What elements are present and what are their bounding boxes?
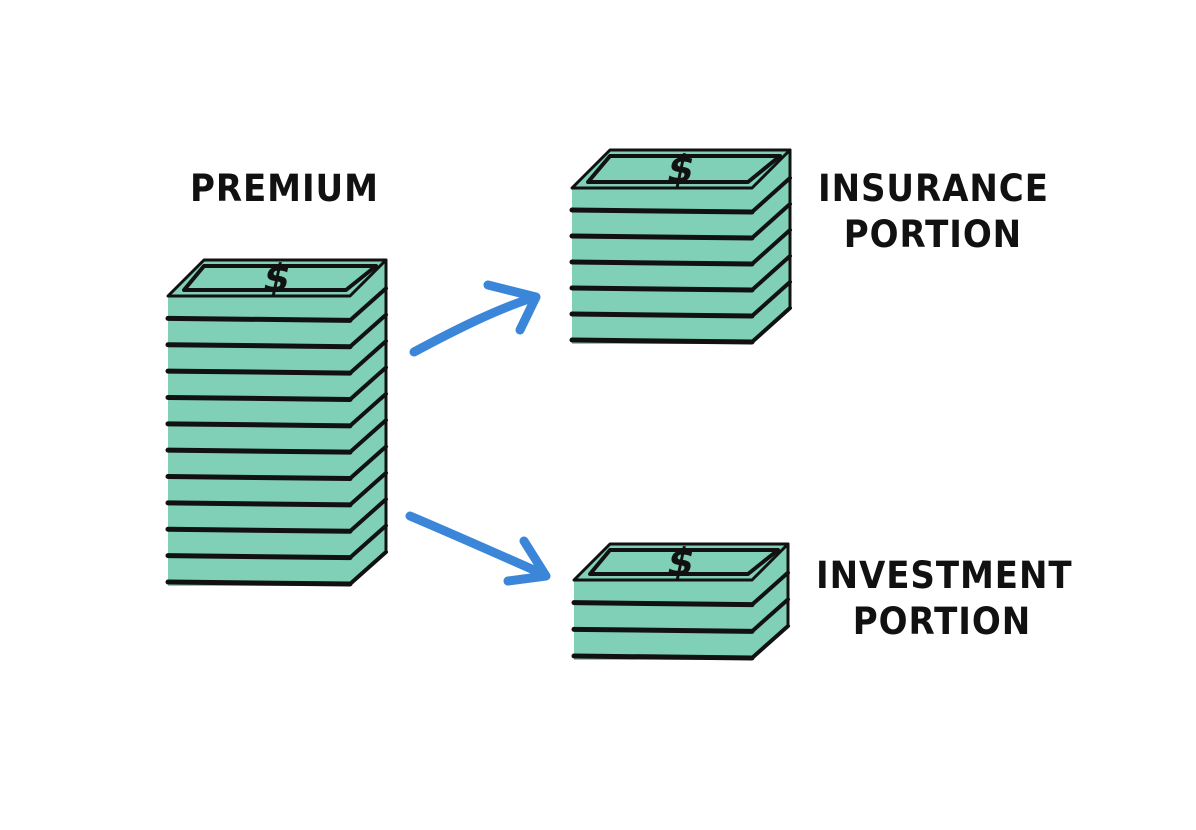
bill-side-line: [348, 523, 388, 560]
investment-label-line-1: INVESTMENT: [816, 554, 1073, 597]
bill-edge-line: [569, 337, 755, 345]
bill-side-line: [348, 470, 388, 507]
premium-label: PREMIUM: [190, 166, 379, 212]
bill-side-line: [348, 286, 388, 323]
bill-side-line: [348, 550, 388, 586]
arrow-to-investment-head: [503, 536, 551, 586]
bill-side-line: [750, 306, 792, 344]
arrow-to-insurance-head: [483, 280, 541, 335]
bill-edge-line: [569, 311, 755, 319]
bill-side-line: [750, 624, 790, 660]
bill-side-line: [750, 202, 792, 240]
bill-edge-line: [165, 342, 353, 350]
bill-edge-line: [165, 500, 353, 508]
investment-label-line-2: PORTION: [852, 600, 1032, 643]
bill-edge-line: [569, 285, 755, 293]
bill-side-line: [750, 254, 792, 292]
bill-side-line: [348, 365, 388, 402]
bill-border: [182, 264, 378, 292]
bill-side-line: [348, 497, 388, 534]
bill-edge-line: [571, 600, 755, 608]
arrow-to-investment: [405, 511, 551, 586]
bill-edge-line: [165, 421, 353, 429]
premium-label-line-1: PREMIUM: [190, 167, 379, 210]
bill-edge-line: [569, 259, 755, 267]
arrow-to-insurance: [409, 280, 541, 357]
stack-front-face: [574, 580, 752, 660]
bill-edge-line: [165, 315, 353, 323]
bill-edge-line: [165, 553, 353, 561]
bill-side-line: [750, 176, 792, 214]
bill-side-line: [348, 312, 388, 349]
arrow-to-investment-shaft: [405, 511, 550, 580]
bill-side-line: [348, 339, 388, 376]
insurance-label-line-1: INSURANCE: [818, 167, 1049, 210]
bill-edge-line: [165, 368, 353, 376]
stack-side-face: [350, 260, 386, 586]
bill-edge-line: [569, 233, 755, 241]
bill-edge-line: [571, 626, 755, 634]
bill-edge-line: [165, 394, 353, 402]
bill-edge-line: [569, 207, 755, 215]
stack-front-face: [168, 296, 350, 586]
bill-edge-line: [165, 474, 353, 482]
bill-border: [586, 154, 782, 184]
bill-edge-line: [571, 653, 755, 661]
premium-money-stack: $: [165, 256, 388, 587]
insurance-money-stack: $: [569, 147, 792, 345]
bill-side-line: [750, 597, 790, 634]
bill-side-line: [348, 418, 388, 455]
arrow-to-insurance-shaft: [409, 293, 537, 357]
investment-portion-label: INVESTMENT PORTION: [816, 553, 1073, 645]
insurance-portion-label: INSURANCE PORTION: [818, 166, 1049, 258]
bill-side-line: [750, 228, 792, 266]
bill-side-line: [750, 570, 790, 607]
bill-edge-line: [165, 447, 353, 455]
investment-money-stack: $: [571, 540, 790, 661]
bill-side-line: [348, 444, 388, 481]
bill-border: [588, 548, 780, 576]
bill-side-line: [348, 391, 388, 428]
bill-side-line: [750, 280, 792, 318]
bill-edge-line: [165, 526, 353, 534]
bill-edge-line: [165, 579, 353, 587]
insurance-label-line-2: PORTION: [843, 213, 1023, 256]
